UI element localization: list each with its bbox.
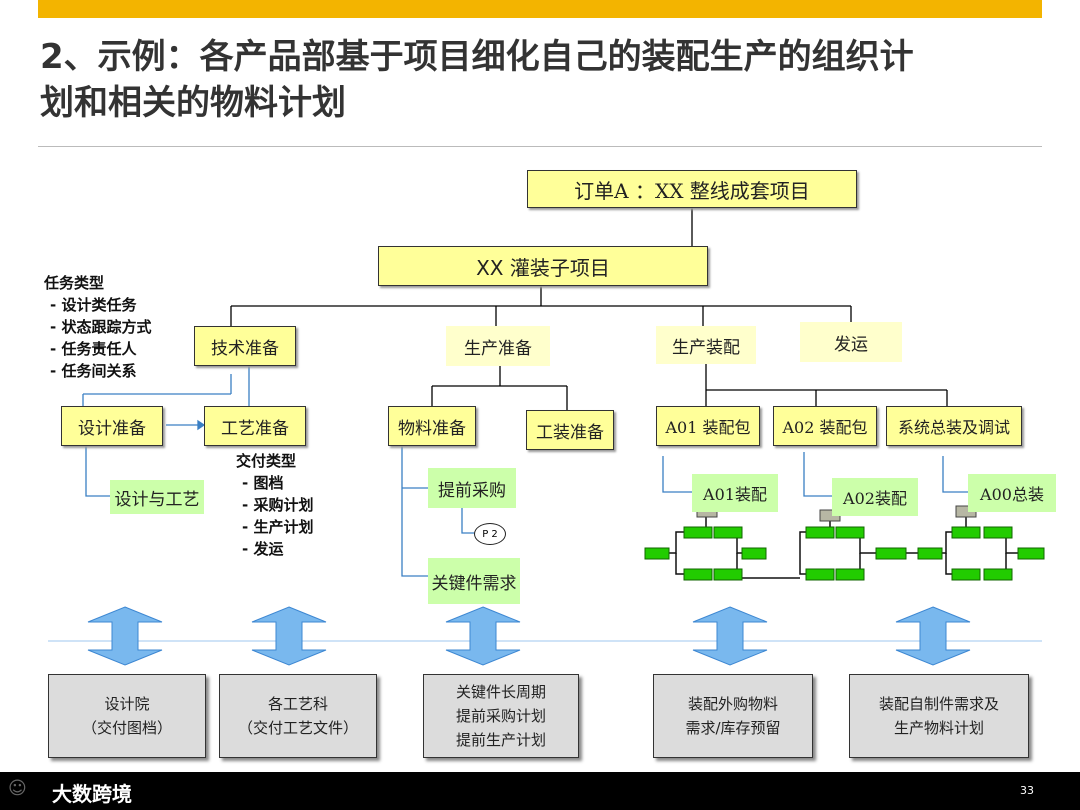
node-a00-upper-2	[983, 526, 1013, 539]
bottom-box-line: （交付工艺文件）	[237, 719, 358, 737]
task-type-item: - 状态跟踪方式	[50, 318, 152, 336]
bottom-box-line: 各工艺科	[267, 695, 328, 713]
bottom-box-line: 设计院	[104, 695, 150, 713]
task-type-item: - 任务间关系	[50, 362, 137, 380]
key-parts-box: 关键件需求	[428, 558, 520, 604]
prod-assembly-box: 生产装配	[656, 326, 756, 364]
design-process-box: 设计与工艺	[110, 480, 204, 514]
node-a00-lower	[951, 568, 981, 581]
p2-marker: P 2	[474, 523, 506, 545]
long-lead-plan-box: 关键件长周期 提前采购计划 提前生产计划	[423, 674, 579, 758]
deliver-type-heading: 交付类型	[236, 452, 297, 470]
node-a02-upper-2	[835, 526, 865, 539]
material-prep-box: 物料准备	[388, 406, 476, 446]
a01-assembly-box: A01装配	[692, 474, 778, 512]
task-type-item: - 设计类任务	[50, 296, 137, 314]
bottom-box-line: 装配自制件需求及	[878, 695, 999, 713]
task-type-list: 任务类型 - 设计类任务 - 状态跟踪方式 - 任务责任人 - 任务间关系	[44, 272, 151, 382]
slide-title: 2、示例：各产品部基于项目细化自己的装配生产的组织计 划和相关的物料计划	[40, 34, 1040, 126]
self-made-material-box: 装配自制件需求及 生产物料计划	[849, 674, 1029, 758]
bottom-box-line: 提前采购计划	[455, 707, 546, 725]
bottom-box-line: 需求/库存预留	[685, 719, 781, 737]
page-number: 33	[1020, 784, 1034, 797]
node-a01-upper-2	[713, 526, 743, 539]
task-type-heading: 任务类型	[44, 274, 105, 292]
title-line-2: 划和相关的物料计划	[40, 83, 346, 123]
top-accent-bar	[38, 0, 1042, 18]
node-a00-end	[1017, 547, 1045, 560]
a02-package-box: A02 装配包	[773, 406, 877, 446]
deliver-type-list: 交付类型 - 图档 - 采购计划 - 生产计划 - 发运	[236, 450, 313, 560]
deliver-type-item: - 采购计划	[242, 496, 314, 514]
node-a01-lower-2	[713, 568, 743, 581]
title-line-1: 2、示例：各产品部基于项目细化自己的装配生产的组织计	[40, 37, 914, 77]
tech-prep-box: 技术准备	[194, 326, 296, 366]
node-a00-start	[917, 547, 943, 560]
design-prep-box: 设计准备	[61, 406, 163, 446]
purchased-material-box: 装配外购物料 需求/库存预留	[653, 674, 813, 758]
node-a02-lower-2	[835, 568, 865, 581]
node-a01-start	[644, 547, 670, 560]
bottom-box-line: （交付图档）	[81, 719, 172, 737]
order-box: 订单A ：XX 整线成套项目	[527, 170, 857, 208]
ship-box: 发运	[800, 322, 902, 362]
bottom-box-line: 提前生产计划	[455, 731, 546, 749]
node-a01-end	[741, 547, 767, 560]
a01-package-box: A01 装配包	[656, 406, 760, 446]
design-institute-box: 设计院 （交付图档）	[48, 674, 206, 758]
a02-assembly-box: A02装配	[832, 478, 918, 516]
node-a01-upper	[683, 526, 713, 539]
deliver-type-item: - 图档	[242, 474, 284, 492]
project-box: XX 灌装子项目	[378, 246, 708, 286]
bottom-box-line: 生产物料计划	[893, 719, 984, 737]
brand-name: 大数跨境	[52, 782, 132, 806]
early-purchase-box: 提前采购	[428, 468, 516, 508]
brand-logo-icon: ☺	[8, 778, 27, 799]
node-a02-end	[875, 547, 907, 560]
node-a01-lower	[683, 568, 713, 581]
a00-total-box: A00总装	[968, 474, 1056, 512]
bottom-box-line: 关键件长周期	[455, 683, 546, 701]
deliver-type-item: - 发运	[242, 540, 284, 558]
prod-prep-box: 生产准备	[446, 326, 550, 366]
task-type-item: - 任务责任人	[50, 340, 137, 358]
bottom-box-line: 装配外购物料	[687, 695, 778, 713]
process-dept-box: 各工艺科 （交付工艺文件）	[219, 674, 377, 758]
title-divider	[38, 146, 1042, 147]
footer-bar	[0, 772, 1080, 810]
node-a00-lower-2	[983, 568, 1013, 581]
node-a02-lower	[805, 568, 835, 581]
process-prep-box: 工艺准备	[204, 406, 306, 446]
node-a00-upper	[951, 526, 981, 539]
node-a02-upper	[805, 526, 835, 539]
system-assembly-box: 系统总装及调试	[886, 406, 1022, 446]
deliver-type-item: - 生产计划	[242, 518, 314, 536]
tooling-prep-box: 工装准备	[526, 410, 614, 450]
